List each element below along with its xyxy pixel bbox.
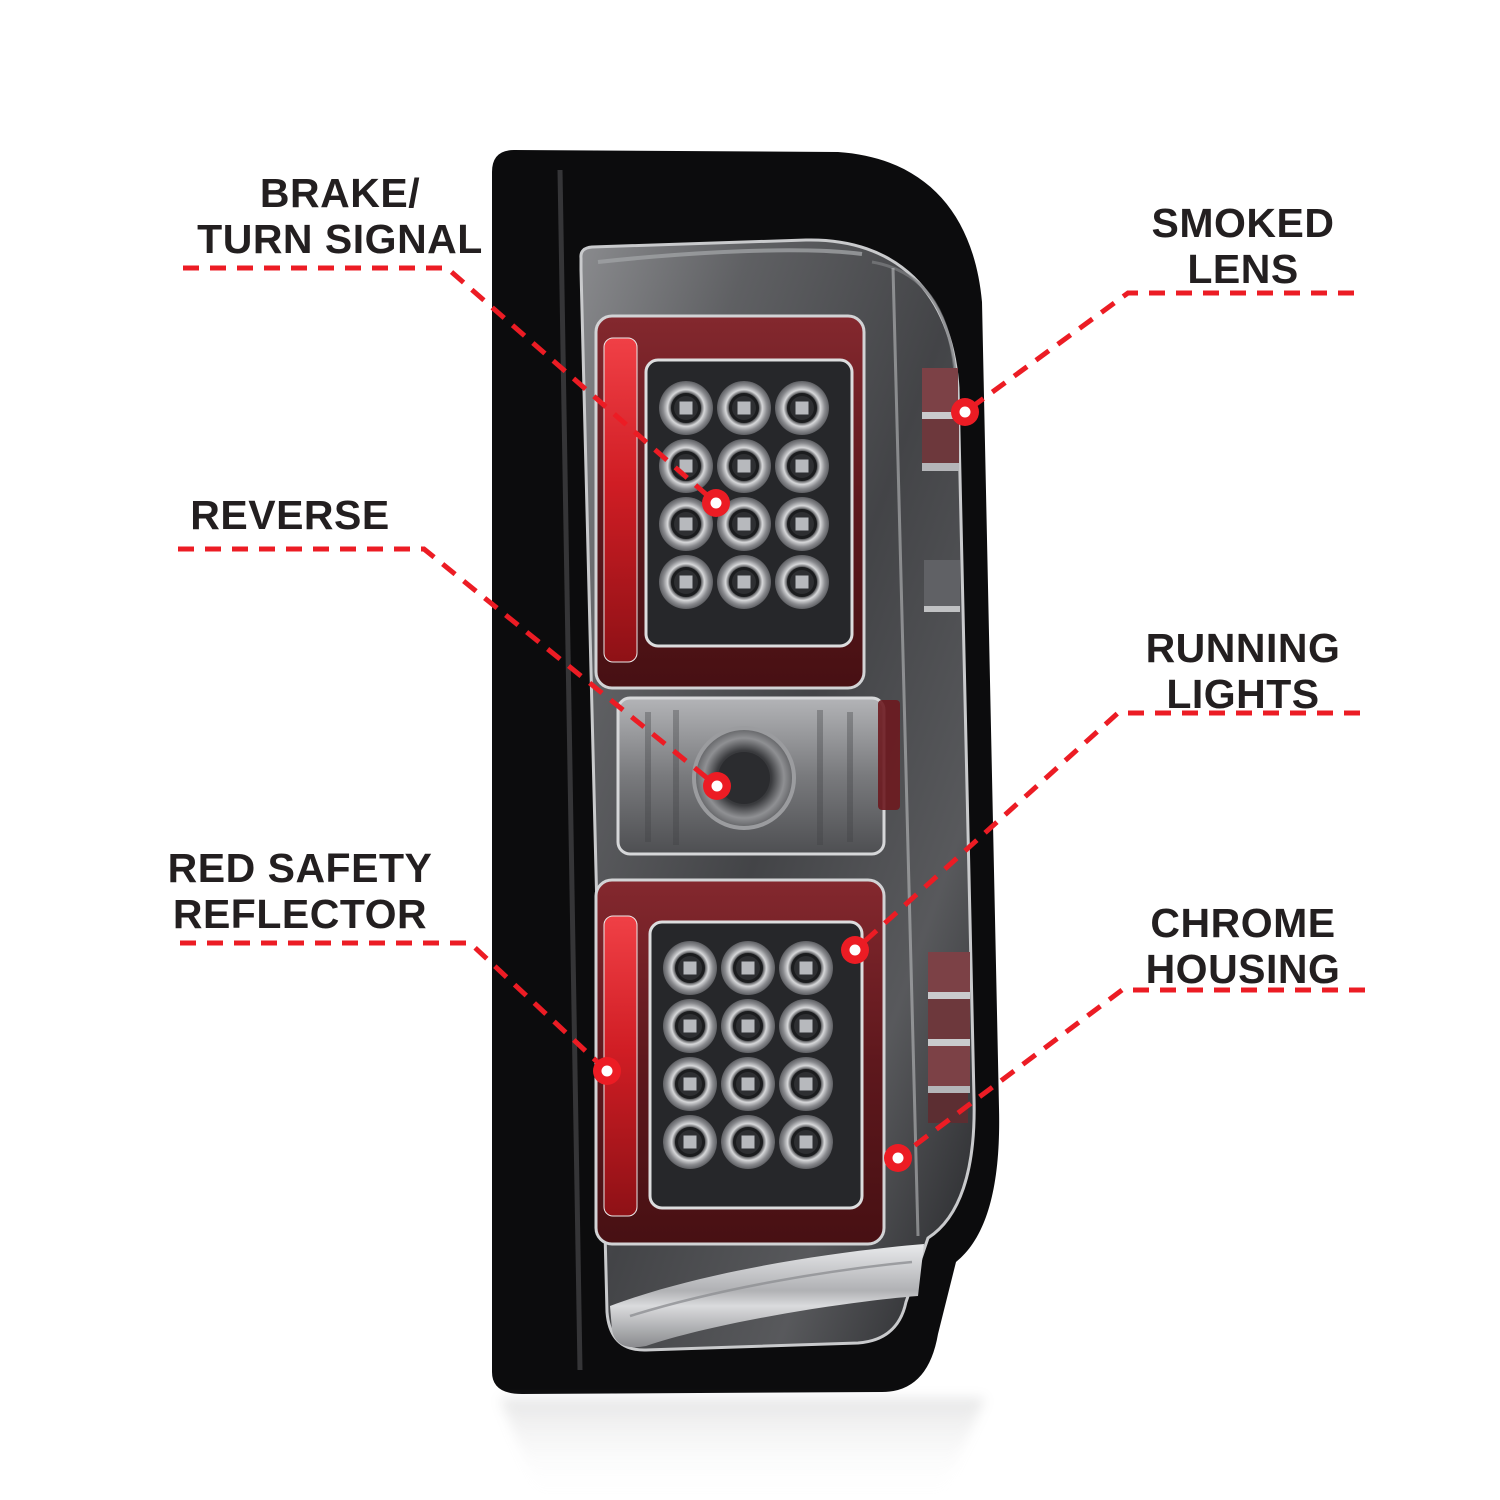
callout-dot-smoked-lens	[951, 398, 979, 426]
lens-top-highlight	[597, 248, 863, 264]
callout-dot-running-lights	[841, 936, 869, 964]
callout-label-line: LIGHTS	[1166, 671, 1320, 718]
callout-label-smoked-lens: SMOKED LENS	[1078, 200, 1408, 293]
reverse-fresnel-ridges	[645, 710, 853, 845]
callout-label-brake-turn-signal: BRAKE/ TURN SIGNAL	[150, 170, 530, 263]
callout-label-line: RUNNING	[1145, 625, 1341, 671]
callout-label-line: BRAKE/	[259, 170, 421, 216]
leader-line-brake-turn-signal	[183, 265, 718, 505]
lens-side-divider	[891, 267, 920, 1237]
leader-line-reverse	[178, 546, 719, 788]
callout-dot-chrome-housing	[884, 1144, 912, 1172]
leader-line-smoked-lens	[963, 290, 1354, 415]
callout-label-line: HOUSING	[1145, 946, 1341, 993]
callout-label-line: SMOKED	[1151, 200, 1335, 246]
callout-label-chrome-housing: CHROME HOUSING	[1078, 900, 1408, 993]
leader-line-red-safety-reflector	[180, 940, 609, 1073]
side-red-light-bar-tab	[878, 700, 900, 810]
callout-label-line: TURN SIGNAL	[197, 216, 483, 263]
callout-label-line: REFLECTOR	[172, 891, 428, 938]
callout-dot-brake-turn-signal	[702, 489, 730, 517]
callout-dots	[593, 398, 979, 1172]
callout-label-red-safety-reflector: RED SAFETY REFLECTOR	[120, 845, 480, 938]
callout-label-reverse: REVERSE	[140, 492, 440, 538]
callout-dot-reverse	[703, 772, 731, 800]
callout-label-line: CHROME	[1150, 900, 1336, 946]
upper-side-reflector-bands	[922, 368, 960, 612]
callout-label-line: LENS	[1187, 246, 1299, 293]
red-reflector-strip-top	[603, 337, 638, 663]
lens-corner-contour	[871, 260, 958, 385]
callout-label-line: REVERSE	[190, 492, 390, 538]
callout-lines	[178, 265, 1365, 1160]
callout-label-running-lights: RUNNING LIGHTS	[1078, 625, 1408, 718]
chrome-engraved-line	[629, 1260, 913, 1318]
lower-side-reflector-bands	[928, 952, 970, 1123]
reverse-projector-core	[718, 752, 770, 804]
callout-label-line: RED SAFETY	[167, 845, 433, 891]
leader-line-chrome-housing	[896, 987, 1365, 1160]
floor-reflection	[500, 1398, 985, 1500]
callout-dot-red-safety-reflector	[593, 1057, 621, 1085]
